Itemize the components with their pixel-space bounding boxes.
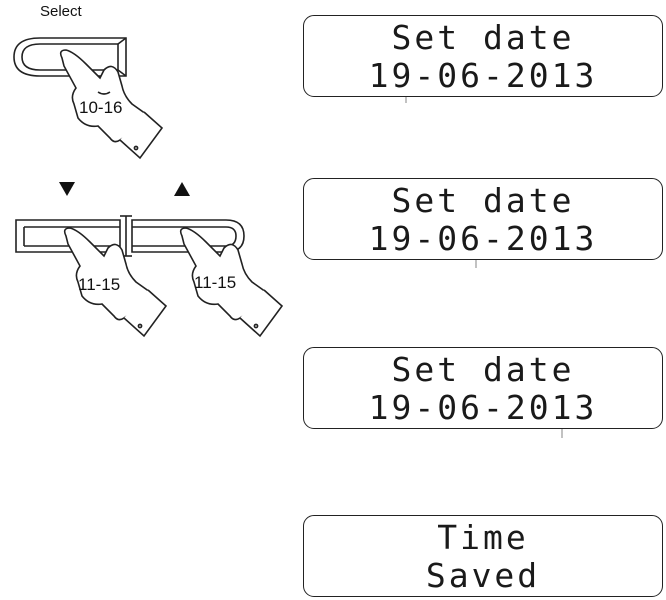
pressing-hand-right-icon <box>179 227 284 338</box>
pressing-hand-left-icon <box>63 227 168 338</box>
lcd-display-time-saved: Time Saved <box>303 515 663 597</box>
up-arrow-icon <box>174 182 190 196</box>
lcd-line-1: Set date <box>391 18 575 57</box>
lcd-line-1: Set date <box>391 181 575 220</box>
lcd-line-2: Saved <box>425 556 541 595</box>
lcd-line-2: 19-06-2013 <box>368 388 598 427</box>
step2-left-hand-label: 11-15 <box>78 275 120 294</box>
step1-hand-label: 10-16 <box>79 98 122 117</box>
lcd-line-2: 19-06-2013 <box>368 219 598 258</box>
lcd-line-1: Set date <box>391 350 575 389</box>
lcd-display-set-month: Set date 19-06-2013 <box>303 178 663 260</box>
lcd-display-set-year: Set date 19-06-2013 <box>303 347 663 429</box>
lcd-line-1: Time <box>437 518 529 557</box>
down-arrow-icon <box>59 182 75 196</box>
step2-right-hand-label: 11-15 <box>194 273 236 292</box>
lcd-display-set-day: Set date 19-06-2013 <box>303 15 663 97</box>
select-button-caption: Select <box>40 3 82 20</box>
pressing-hand-icon <box>59 49 164 160</box>
lcd-line-2: 19-06-2013 <box>368 56 598 95</box>
